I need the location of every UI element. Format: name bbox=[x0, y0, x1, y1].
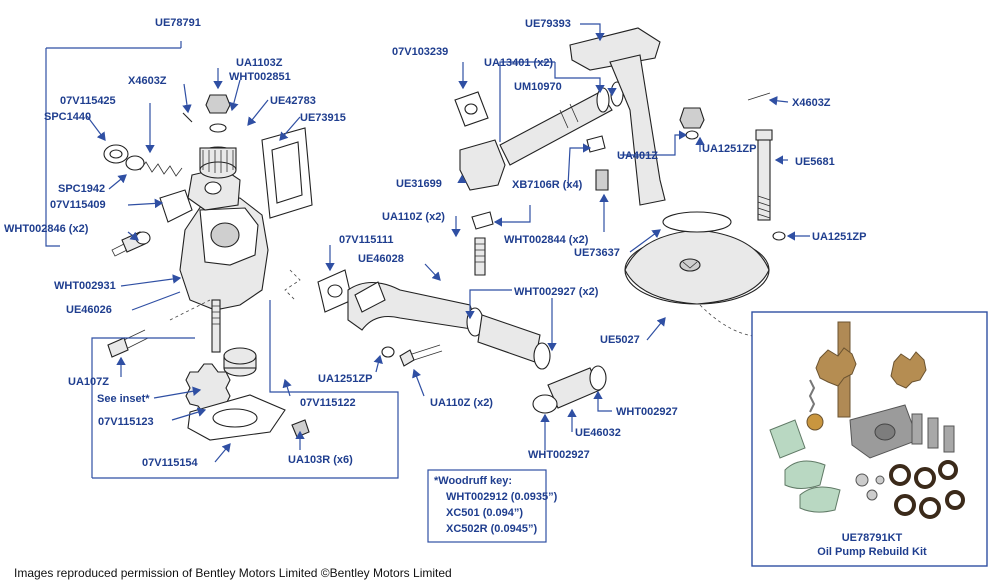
woodruff-key-box bbox=[427, 469, 547, 543]
woodruff-key-line-3: XC502R (0.0945”) bbox=[446, 523, 538, 535]
label-spc1942: SPC1942 bbox=[58, 183, 105, 195]
label-wht002927-top: WHT002927 (x2) bbox=[514, 286, 599, 298]
delivery-pipe-drawing bbox=[317, 269, 607, 414]
label-ue31699: UE31699 bbox=[396, 178, 442, 190]
label-07v115111: 07V115111 bbox=[339, 234, 393, 246]
label-ue46028: UE46028 bbox=[358, 253, 404, 265]
label-07v115154: 07V115154 bbox=[142, 457, 199, 469]
label-ua107z: UA107Z bbox=[68, 376, 109, 388]
leader-lines bbox=[45, 23, 810, 479]
label-wht002927-bottom: WHT002927 bbox=[528, 449, 590, 461]
label-wht002846: WHT002846 (x2) bbox=[4, 223, 89, 235]
woodruff-key-title: *Woodruff key: bbox=[434, 475, 513, 487]
label-ua1103z: UA1103Z bbox=[236, 57, 283, 69]
label-ue78791: UE78791 bbox=[155, 17, 201, 29]
label-ue79393: UE79393 bbox=[525, 18, 571, 30]
label-wht002931: WHT002931 bbox=[54, 280, 116, 292]
label-x4603z-right: X4603Z bbox=[792, 97, 831, 109]
label-um10970: UM10970 bbox=[514, 81, 562, 93]
label-ue5681: UE5681 bbox=[795, 156, 835, 168]
label-ua110z-bottom: UA110Z (x2) bbox=[430, 397, 493, 409]
label-ua110z-top: UA110Z (x2) bbox=[382, 211, 445, 223]
rebuild-kit-inset bbox=[751, 311, 988, 567]
label-ue5027: UE5027 bbox=[600, 334, 640, 346]
label-ua103r: UA103R (x6) bbox=[288, 454, 353, 466]
kit-name: Oil Pump Rebuild Kit bbox=[817, 546, 927, 558]
woodruff-key-line-1: WHT002912 (0.0935”) bbox=[446, 491, 558, 503]
label-07v115425: 07V115425 bbox=[60, 95, 116, 107]
oil-pump-assembly-drawing bbox=[103, 94, 313, 441]
label-ua1251zp-top: UA1251ZP bbox=[702, 143, 756, 155]
label-ua401z: UA401Z bbox=[617, 150, 658, 162]
label-wht002851: WHT002851 bbox=[229, 71, 291, 83]
label-07v103239: 07V103239 bbox=[392, 46, 448, 58]
label-see-inset: See inset* bbox=[97, 393, 150, 405]
suction-tube-drawing bbox=[454, 27, 786, 338]
label-wht002844: WHT002844 (x2) bbox=[504, 234, 589, 246]
label-x4603z-left: X4603Z bbox=[128, 75, 167, 87]
kit-code: UE78791KT bbox=[841, 532, 903, 544]
label-ue73637: UE73637 bbox=[574, 247, 620, 259]
label-07v115122: 07V115122 bbox=[300, 397, 356, 409]
part-labels: UE78791 UA1103Z X4603Z WHT002851 07V1154… bbox=[4, 17, 866, 469]
label-07v115409: 07V115409 bbox=[50, 199, 106, 211]
label-xb7106r: XB7106R (x4) bbox=[512, 179, 583, 191]
label-ue46026: UE46026 bbox=[66, 304, 112, 316]
label-07v115123: 07V115123 bbox=[98, 416, 154, 428]
label-ua13401: UA13401 (x2) bbox=[484, 57, 553, 69]
label-ua1251zp-mid: UA1251ZP bbox=[318, 373, 372, 385]
label-ue46032: UE46032 bbox=[575, 427, 621, 439]
copyright-notice: Images reproduced permission of Bentley … bbox=[14, 566, 452, 580]
label-ua1251zp-right: UA1251ZP bbox=[812, 231, 866, 243]
label-ue42783: UE42783 bbox=[270, 95, 316, 107]
label-wht002927-right: WHT002927 bbox=[616, 406, 678, 418]
label-spc1440: SPC1440 bbox=[44, 111, 91, 123]
woodruff-key-line-2: XC501 (0.094”) bbox=[446, 507, 524, 519]
label-ue73915: UE73915 bbox=[300, 112, 346, 124]
